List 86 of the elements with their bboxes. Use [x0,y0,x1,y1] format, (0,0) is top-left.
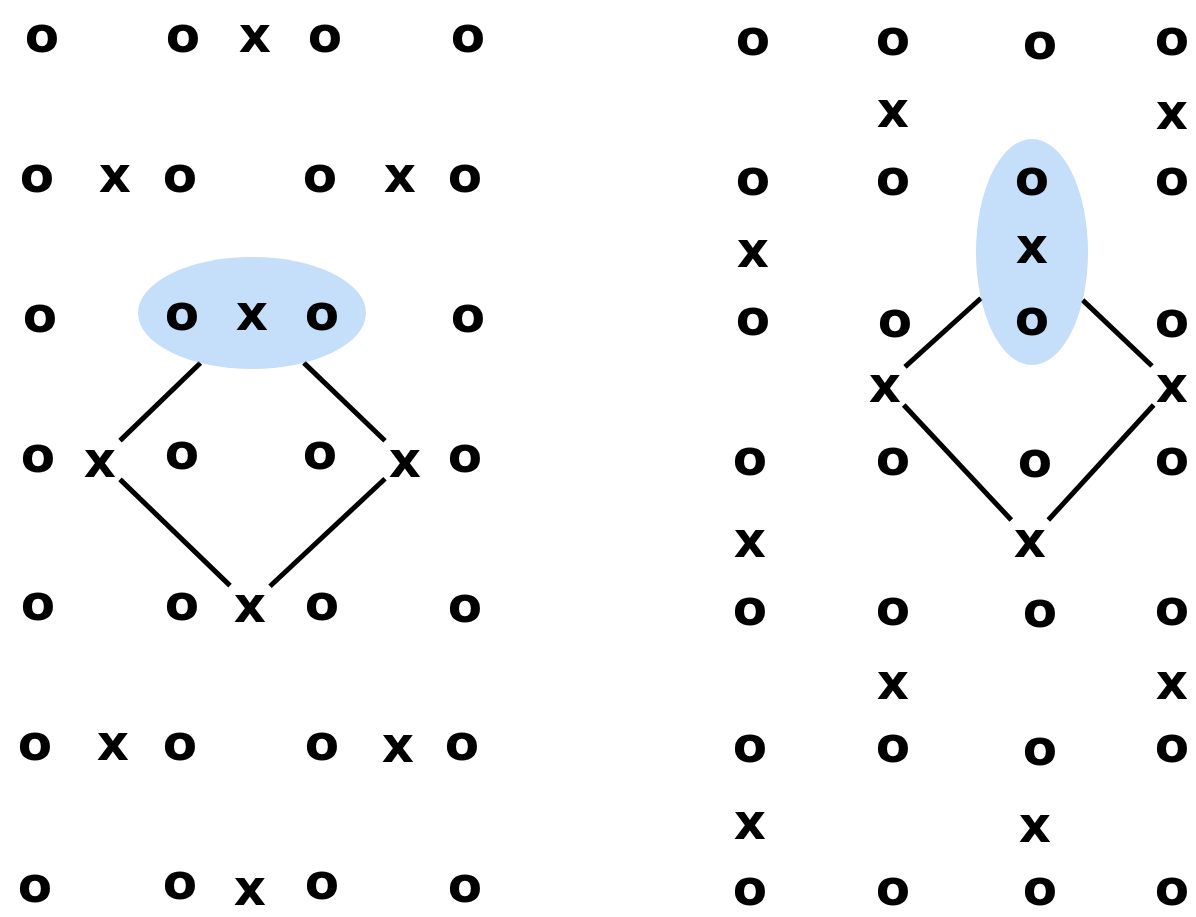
symbol-label: o [1022,728,1058,768]
symbol-label: o [444,723,480,763]
connector-line [901,403,1014,522]
symbol-label: o [162,723,198,763]
symbol-label: o [17,723,53,763]
symbol-label: o [20,435,56,475]
symbol-label: x [1155,92,1189,132]
symbol-label: o [1017,440,1053,480]
symbol-label: o [732,725,768,765]
symbol-label: x [96,723,130,763]
symbol-label: o [1022,590,1058,630]
symbol-label: o [732,438,768,478]
symbol-label: x [876,90,910,130]
symbol-label: o [19,155,55,195]
symbol-label: x [233,868,267,908]
symbol-label: o [24,15,60,55]
symbol-label: o [1154,158,1190,198]
symbol-label: o [1154,300,1190,340]
symbol-label: o [1022,868,1058,908]
symbol-label: o [1154,868,1190,908]
symbol-label: o [447,865,483,905]
symbol-label: o [450,15,486,55]
symbol-label: o [1022,22,1058,62]
connector-line [118,361,203,443]
symbol-label: o [1154,18,1190,58]
symbol-label: x [1155,662,1189,702]
symbol-label: x [1015,226,1049,266]
symbol-label: o [1154,725,1190,765]
connector-line [903,296,983,369]
corner-symbol: x [83,440,117,480]
symbol-label: o [450,295,486,335]
symbol-label: x [736,230,770,270]
symbol-label: o [304,293,340,333]
symbol-label: o [447,435,483,475]
corner-symbol: x [868,365,902,405]
symbol-label: o [302,432,338,472]
symbol-label: o [735,158,771,198]
symbol-label: o [875,588,911,628]
symbol-label: o [735,298,771,338]
connector-line [302,361,387,443]
symbol-label: o [875,438,911,478]
symbol-label: o [162,862,198,902]
symbol-label: o [304,723,340,763]
symbol-label: o [307,15,343,55]
symbol-label: o [1154,588,1190,628]
symbol-label: o [165,15,201,55]
symbol-label: o [22,295,58,335]
corner-symbol: x [388,440,422,480]
symbol-label: o [20,583,56,623]
symbol-label: o [162,155,198,195]
symbol-label: x [238,15,272,55]
symbol-label: o [875,725,911,765]
symbol-label: o [875,158,911,198]
symbol-label: o [164,583,200,623]
symbol-label: x [383,155,417,195]
symbol-label: o [164,432,200,472]
corner-symbol: x [1013,520,1047,560]
symbol-label: o [1154,438,1190,478]
symbol-label: o [17,865,53,905]
symbol-label: x [235,293,269,333]
symbol-label: o [164,293,200,333]
connector-line [118,477,232,588]
connector-line [1080,298,1154,368]
symbol-label: o [732,588,768,628]
symbol-label: o [877,300,913,340]
symbol-label: o [302,155,338,195]
symbol-label: x [381,725,415,765]
connector-line [268,476,387,589]
symbol-label: x [733,520,767,560]
symbol-label: o [732,868,768,908]
symbol-label: x [733,802,767,842]
corner-symbol: x [233,585,267,625]
symbol-label: o [447,155,483,195]
symbol-label: o [875,868,911,908]
symbol-label: o [1014,298,1050,338]
symbol-label: x [98,155,132,195]
symbol-label: x [1018,805,1052,845]
symbol-label: o [447,585,483,625]
symbol-label: o [304,862,340,902]
corner-symbol: x [1155,365,1189,405]
symbol-label: x [876,662,910,702]
connector-line [1046,403,1156,522]
symbol-label: o [875,18,911,58]
symbol-label: o [304,583,340,623]
symbol-label: o [1014,158,1050,198]
symbol-label: o [735,18,771,58]
